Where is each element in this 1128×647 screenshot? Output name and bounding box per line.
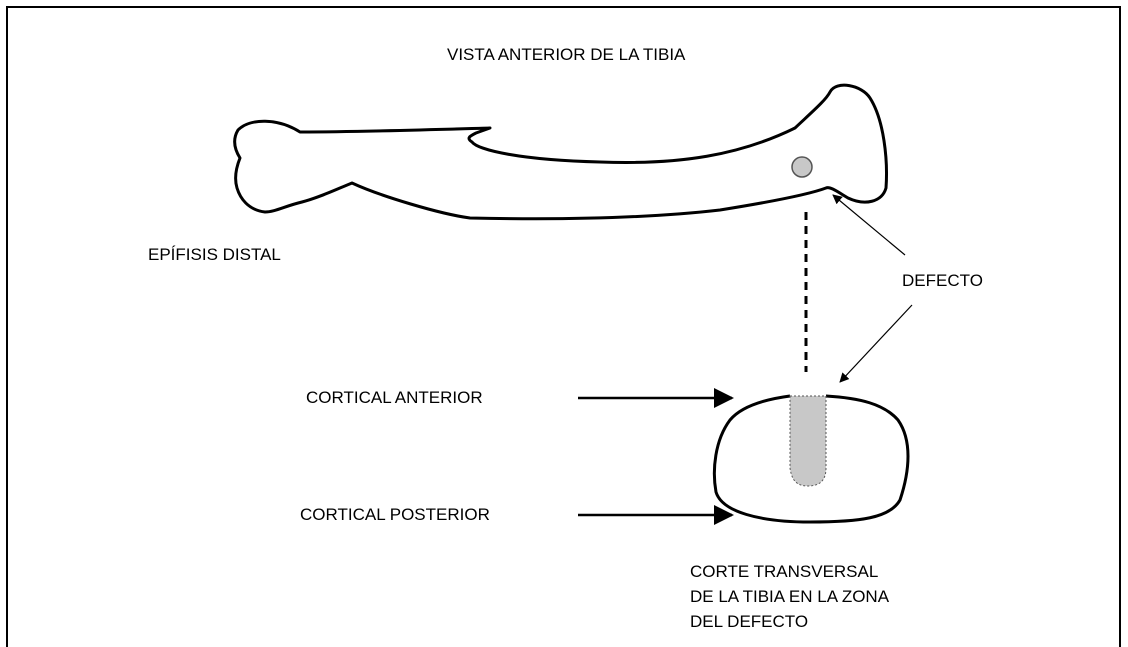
diagram-title: VISTA ANTERIOR DE LA TIBIA xyxy=(447,45,686,64)
tibia-outline xyxy=(233,83,888,221)
frame-border xyxy=(6,6,1121,647)
defect-spot xyxy=(791,156,813,178)
defect-label: DEFECTO xyxy=(902,271,983,290)
cross-section-caption-line-3: DEL DEFECTO xyxy=(690,612,808,631)
posterior-cortex-label: CORTICAL POSTERIOR xyxy=(300,505,490,524)
anterior-cortex-label: CORTICAL ANTERIOR xyxy=(306,388,483,407)
defect-cavity xyxy=(789,395,827,487)
defect-arrow-lower xyxy=(839,304,913,383)
cross-section-caption-line-1: CORTE TRANSVERSAL xyxy=(690,562,878,581)
defect-arrow-upper xyxy=(832,194,906,256)
epiphysis-label: EPÍFISIS DISTAL xyxy=(148,245,281,264)
cross-section-caption-line-2: DE LA TIBIA EN LA ZONA xyxy=(690,587,890,606)
cross-section-outline xyxy=(712,394,910,524)
